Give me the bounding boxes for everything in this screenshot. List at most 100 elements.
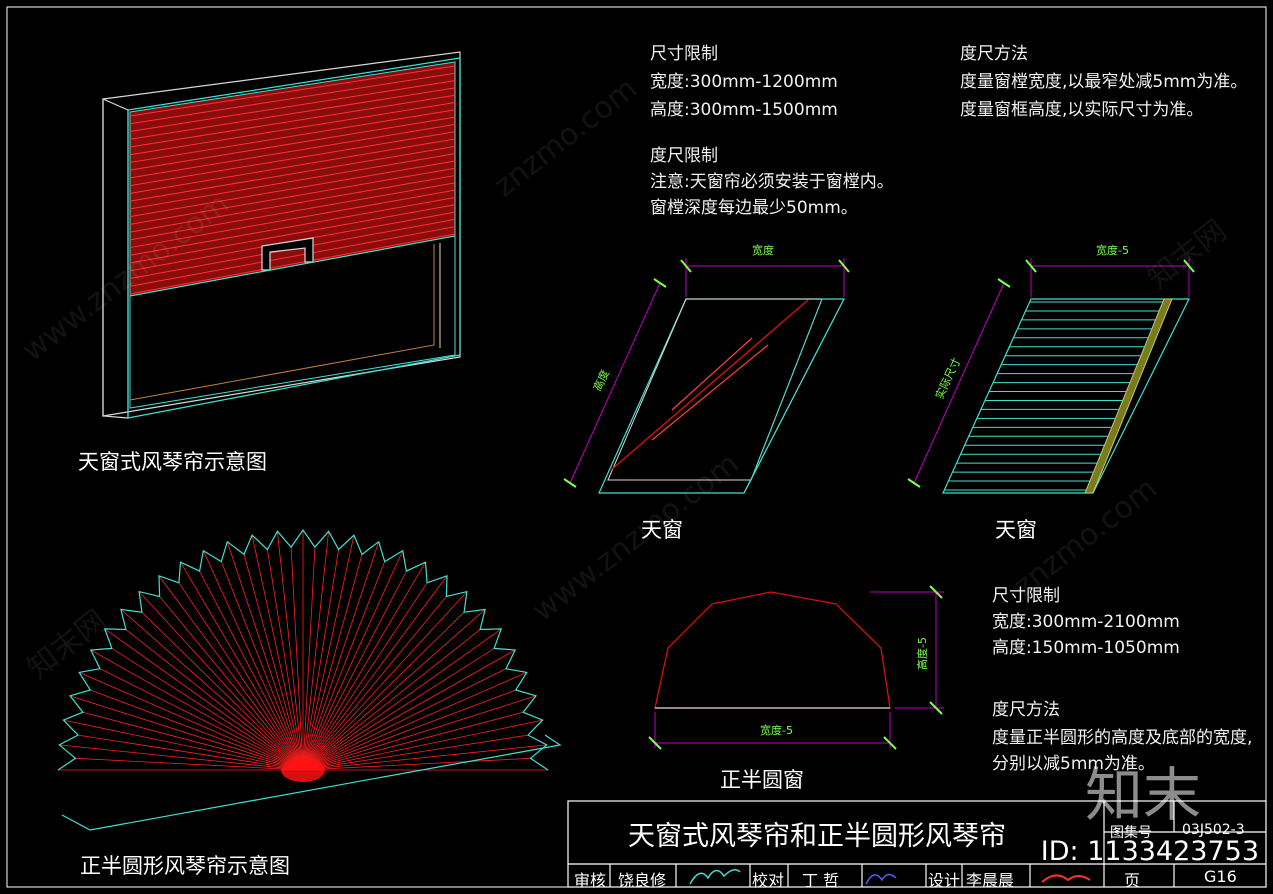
title-block-drawing-no-label: 图集号 [1110,825,1152,841]
fan-pleat-line [302,628,502,771]
fan-pleat-line [302,668,507,771]
blind-slat-line [129,182,456,241]
blind-slat-line [129,65,456,117]
blind-slat-line [129,167,456,225]
measure-limit-line1: 注意:天窗帘必须安装于窗樘内。 [650,172,894,192]
fan-pleat-line [302,570,407,771]
semicircle-window-figure [648,585,944,750]
fan-pleat-line [302,561,386,771]
fan-pleat-line [302,561,426,771]
blind-slat-line [129,189,456,249]
blind-slat-line [129,153,456,210]
fan-pleat-line [82,711,304,771]
dim-height-left: 高度 [590,367,612,393]
blind-slat-line [129,175,456,233]
fan-pleat-line [302,689,516,771]
blind-slat-line [129,145,456,202]
blind-slat-line [129,160,456,218]
title-block [567,800,1267,888]
fan-pleat-line [220,561,304,771]
title-block-page-label: 页 [1124,871,1141,890]
fan-pleat-line [302,629,481,771]
measure-semi-line2: 分别以减5mm为准。 [992,754,1155,774]
blind-slat-line [129,196,456,256]
measure-top-line2: 度量窗框高度,以实际尺寸为准。 [960,100,1204,120]
caption-semicircle-pleated: 正半圆形风琴帘示意图 [80,854,290,878]
fan-pleat-line [99,668,304,771]
fan-pleat-line [302,672,527,771]
fan-pleat-line [125,629,304,771]
fan-pleat-line [276,531,304,771]
title-block-drawing-no: 03J502-3 [1182,822,1245,838]
fan-pleat-line [138,591,304,771]
blind-slat-line [129,87,456,140]
fan-pleat-line [141,611,304,771]
specs-semi-title: 尺寸限制 [992,586,1060,606]
fan-pleat-line [158,575,304,771]
fan-pleat-line [302,535,355,771]
fan-pleat-line [302,609,486,771]
measure-limit-line2: 窗樘深度每边最少50mm。 [650,198,858,218]
title-block-review-name: 饶良修 [618,871,667,890]
fan-pleat-line [302,531,330,771]
reviewer-signature [689,869,741,885]
semicircle-pleated-blind-figure [57,528,562,831]
title-block-check-label: 校对 [752,871,785,890]
specs-top-width: 宽度:300mm-1200mm [650,72,838,92]
fan-pleat-line [90,649,304,771]
measure-limit-title: 度尺限制 [650,146,718,166]
skylight-pleated-blind-figure [102,51,461,419]
fan-pleat-line [302,549,340,771]
specs-semi-width: 宽度:300mm-2100mm [992,612,1180,632]
blind-slat-line [129,131,456,187]
specs-top-title: 尺寸限制 [650,44,718,64]
fan-pleat-line [302,695,537,771]
dim-semi-height: 高度-5 [915,637,929,670]
blind-slat-line [129,72,456,125]
fan-pleat-line [111,648,304,771]
dim-width-right: 宽度-5 [1096,243,1129,257]
title-block-check-name: 丁 哲 [802,871,840,890]
title-block-design-name: 李晨晨 [966,871,1015,890]
measure-semi-line1: 度量正半圆形的高度及底部的宽度, [992,728,1253,748]
fan-pleat-line [266,549,304,771]
measure-top-line1: 度量窗樘宽度,以最窄处减5mm为准。 [960,72,1248,92]
specs-semi-height: 高度:150mm-1050mm [992,638,1180,658]
blind-slat-line [129,226,456,287]
fan-pleat-line [302,711,524,771]
skylight-window-figure-right [907,258,1195,494]
fan-pleat-line [302,541,380,771]
checker-signature [865,873,897,885]
title-block-page-no: G16 [1204,867,1237,886]
fan-pleat-line [77,734,304,771]
fan-pleat-line [302,719,543,771]
dim-height-right: 实际尺寸 [932,355,963,401]
fan-pleat-line [302,734,529,771]
fan-pleat-line [79,672,304,771]
blind-slat-line [129,204,456,264]
title-block-design-label: 设计 [928,871,961,890]
blind-slat-line [129,80,456,132]
fan-pleat-line [302,575,448,771]
caption-skylight-left: 天窗 [641,518,683,542]
fan-pleat-line [159,596,304,771]
fan-pleat-line [90,689,304,771]
fan-pleat-line [302,757,531,771]
specs-top-height: 高度:300mm-1500mm [650,100,838,120]
fan-pleat-line [75,757,304,771]
fan-pleat-line [243,554,304,771]
fan-pleat-line [63,719,304,771]
blind-slat-line [129,138,456,194]
fan-pleat-line [302,648,495,771]
fan-pleat-line [120,609,304,771]
fan-pleat-line [178,582,304,771]
skylight-window-figure-left [563,258,850,494]
fan-pleat-line [302,744,547,771]
dim-semi-width: 宽度-5 [760,723,793,737]
caption-semicircle: 正半圆窗 [720,768,804,792]
fan-pleat-line [302,554,363,771]
title-block-main-title: 天窗式风琴帘和正半圆形风琴帘 [628,821,1006,852]
measure-top-title: 度尺方法 [960,44,1028,64]
fan-pleat-line [302,649,516,771]
